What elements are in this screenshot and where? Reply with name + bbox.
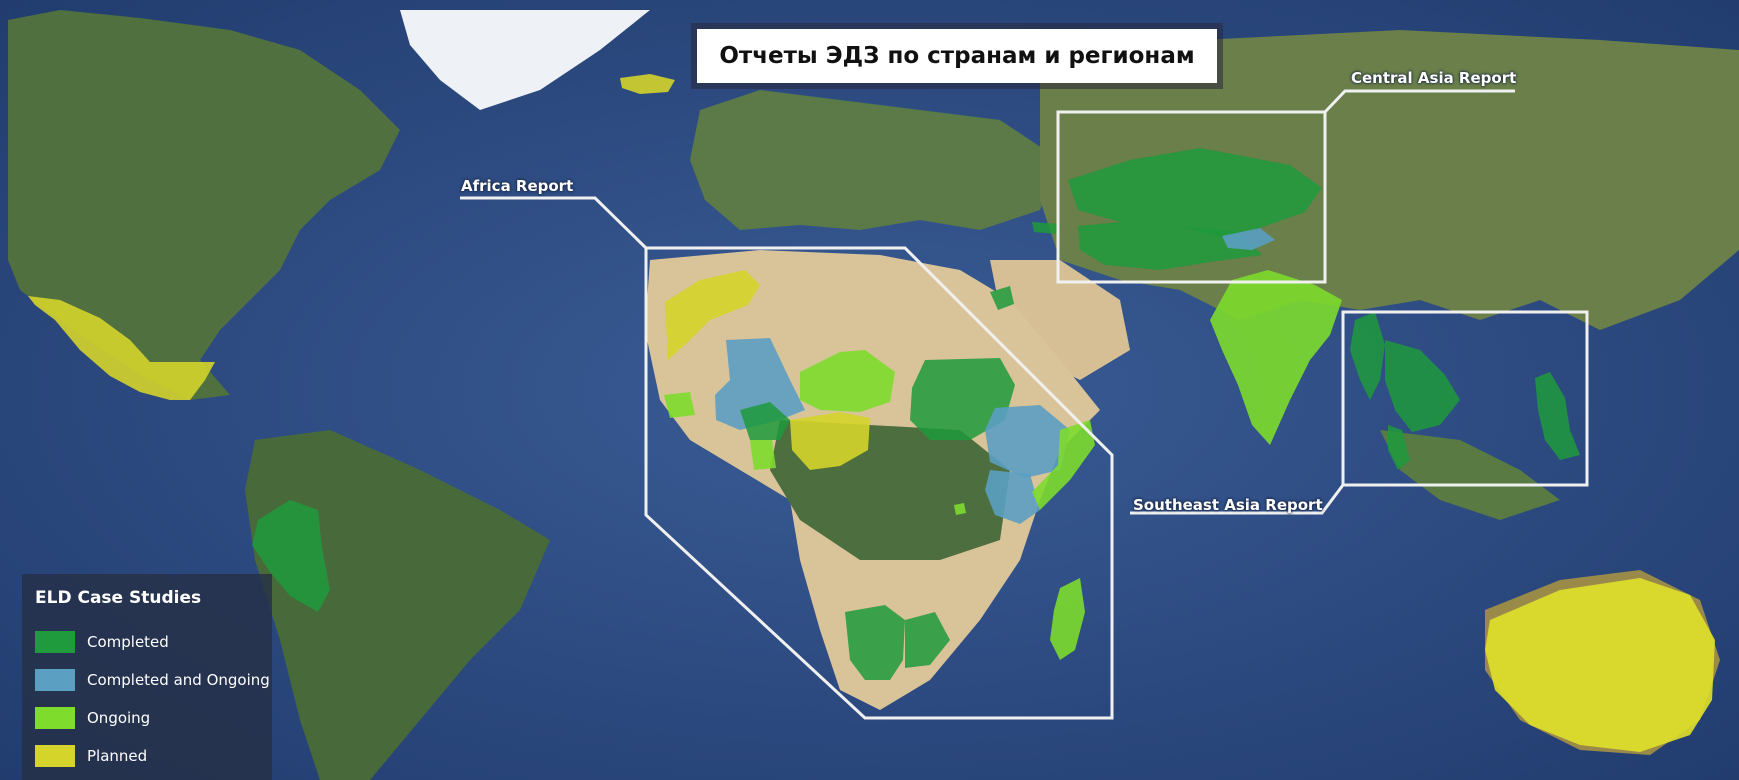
jordan-completed[interactable] bbox=[990, 286, 1014, 310]
peru-completed[interactable] bbox=[252, 500, 330, 612]
mexico-planned[interactable] bbox=[28, 296, 215, 400]
arabia bbox=[990, 260, 1130, 380]
kazakhstan-completed[interactable] bbox=[1068, 148, 1322, 238]
legend-swatch-completed-and-ongoing bbox=[35, 669, 75, 691]
burkina-completed[interactable] bbox=[740, 402, 790, 440]
legend-label-completed-and-ongoing: Completed and Ongoing bbox=[87, 671, 270, 689]
map-legend: ELD Case Studies Completed Completed and… bbox=[22, 574, 272, 780]
europe bbox=[690, 90, 1060, 230]
legend-item-completed-and-ongoing: Completed and Ongoing bbox=[35, 668, 270, 692]
legend-item-completed: Completed bbox=[35, 630, 169, 654]
philippines-completed[interactable] bbox=[1535, 372, 1580, 460]
greenland bbox=[400, 10, 650, 110]
legend-item-planned: Planned bbox=[35, 744, 147, 768]
madagascar-ongoing[interactable] bbox=[1050, 578, 1085, 660]
georgia-completed[interactable] bbox=[1032, 222, 1060, 234]
senegal-ongoing[interactable] bbox=[664, 392, 695, 418]
malay-peninsula-completed[interactable] bbox=[1388, 425, 1410, 470]
legend-label-planned: Planned bbox=[87, 747, 148, 765]
myanmar-completed[interactable] bbox=[1350, 312, 1385, 400]
legend-swatch-completed bbox=[35, 631, 75, 653]
ethiopia-completed-ongoing[interactable] bbox=[985, 405, 1070, 478]
legend-swatch-ongoing bbox=[35, 707, 75, 729]
central-asia-region-outline bbox=[1056, 110, 1327, 284]
central-asia-leader bbox=[1323, 89, 1515, 114]
report-region-outlines bbox=[460, 89, 1589, 720]
legend-title: ELD Case Studies bbox=[35, 588, 202, 608]
iceland-planned[interactable] bbox=[620, 74, 675, 94]
legend-label-completed: Completed bbox=[87, 633, 169, 651]
africa-region-outline bbox=[644, 246, 1114, 720]
ghana-ongoing[interactable] bbox=[750, 440, 776, 470]
region-label-africa[interactable]: Africa Report bbox=[461, 177, 574, 195]
mali-completed-ongoing[interactable] bbox=[715, 338, 805, 430]
india-ongoing[interactable] bbox=[1210, 270, 1342, 445]
north-america bbox=[8, 10, 400, 400]
legend-label-ongoing: Ongoing bbox=[87, 709, 151, 727]
legend-item-ongoing: Ongoing bbox=[35, 706, 150, 730]
rwanda-ongoing[interactable] bbox=[954, 503, 966, 515]
botswana-completed[interactable] bbox=[905, 612, 950, 668]
legend-swatch-planned bbox=[35, 745, 75, 767]
central-asia-south-completed[interactable] bbox=[1078, 222, 1262, 270]
region-label-central-asia[interactable]: Central Asia Report bbox=[1351, 69, 1517, 87]
nigeria-planned[interactable] bbox=[790, 412, 870, 470]
thailand-laos-vietnam-completed[interactable] bbox=[1385, 340, 1460, 432]
sudan-completed[interactable] bbox=[910, 358, 1015, 440]
map-title: Отчеты ЭДЗ по странам и регионам bbox=[719, 43, 1195, 69]
somalia-ongoing[interactable] bbox=[1032, 420, 1095, 510]
highlighted-countries bbox=[28, 74, 1715, 752]
map-title-box: Отчеты ЭДЗ по странам и регионам bbox=[697, 29, 1217, 83]
morocco-planned[interactable] bbox=[665, 270, 760, 360]
australia-planned[interactable] bbox=[1485, 578, 1715, 752]
niger-ongoing[interactable] bbox=[800, 350, 895, 412]
kenya-completed-ongoing[interactable] bbox=[985, 470, 1040, 524]
south-america bbox=[245, 430, 550, 780]
region-label-southeast-asia[interactable]: Southeast Asia Report bbox=[1133, 496, 1323, 514]
southeast-asia-leader bbox=[1130, 484, 1345, 515]
namibia-completed[interactable] bbox=[845, 605, 905, 680]
southeast-asia-region-outline bbox=[1341, 310, 1589, 487]
kyrgyzstan-ongoing-completed[interactable] bbox=[1222, 228, 1275, 250]
africa-leader bbox=[460, 196, 648, 250]
southeast-asia-islands bbox=[1380, 430, 1560, 520]
